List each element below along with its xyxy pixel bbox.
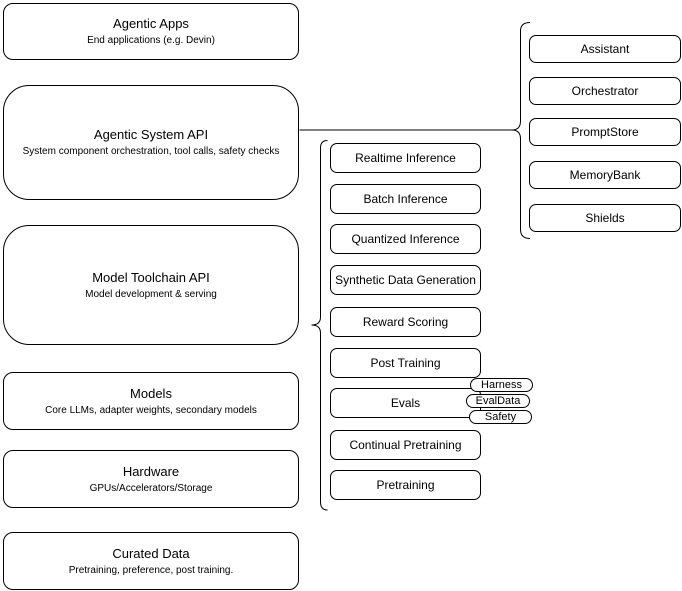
node-evals: Evals [330, 388, 481, 418]
node-pretraining: Pretraining [330, 470, 481, 500]
node-title: Agentic Apps [113, 16, 189, 31]
node-title: Hardware [122, 463, 180, 479]
node-model-toolchain-api: Model Toolchain API Model development & … [3, 225, 299, 345]
node-subtitle: Core LLMs, adapter weights, secondary mo… [45, 404, 257, 416]
tag-label: EvalData [475, 395, 521, 407]
node-subtitle: GPUs/Accelerators/Storage [89, 482, 213, 494]
node-reward-scoring: Reward Scoring [330, 307, 481, 337]
node-post-training: Post Training [330, 348, 481, 378]
node-label: Orchestrator [571, 84, 639, 98]
node-batch-inference: Batch Inference [330, 184, 481, 214]
node-label: Reward Scoring [362, 315, 449, 329]
node-label: Quantized Inference [351, 232, 460, 246]
node-title: Agentic System API [93, 127, 209, 142]
node-label: Realtime Inference [355, 151, 456, 165]
node-label: Batch Inference [363, 192, 448, 206]
node-label: Shields [585, 211, 625, 225]
node-hardware: Hardware GPUs/Accelerators/Storage [3, 450, 299, 508]
tag-harness: Harness [470, 378, 533, 392]
system-components-brace [511, 22, 531, 239]
node-label: Post Training [370, 356, 441, 370]
node-label: Evals [390, 396, 421, 410]
node-assistant: Assistant [529, 35, 681, 63]
node-promptstore: PromptStore [529, 118, 681, 146]
node-shields: Shields [529, 204, 681, 232]
node-memorybank: MemoryBank [529, 161, 681, 189]
node-subtitle: End applications (e.g. Devin) [87, 35, 215, 46]
node-curated-data: Curated Data Pretraining, preference, po… [3, 532, 299, 590]
node-label: MemoryBank [569, 168, 641, 182]
node-title: Models [130, 385, 172, 401]
tag-safety: Safety [469, 410, 532, 424]
node-subtitle: Model development & serving [85, 288, 217, 300]
node-quantized-inference: Quantized Inference [330, 224, 481, 254]
node-title: Model Toolchain API [92, 269, 210, 285]
node-label: Pretraining [376, 478, 435, 492]
node-continual-pretraining: Continual Pretraining [330, 430, 481, 460]
node-orchestrator: Orchestrator [529, 77, 681, 105]
node-realtime-inference: Realtime Inference [330, 143, 481, 173]
node-models: Models Core LLMs, adapter weights, secon… [3, 372, 299, 430]
node-agentic-apps: Agentic Apps End applications (e.g. Devi… [3, 3, 299, 60]
tag-label: Safety [484, 411, 517, 423]
node-subtitle: System component orchestration, tool cal… [22, 146, 280, 157]
toolchain-brace [311, 140, 328, 511]
node-agentic-system-api: Agentic System API System component orch… [3, 85, 299, 200]
node-title: Curated Data [112, 545, 190, 561]
node-label: Assistant [580, 42, 630, 56]
node-label: Continual Pretraining [349, 438, 462, 452]
tag-label: Harness [481, 379, 522, 391]
node-subtitle: Pretraining, preference, post training. [68, 564, 234, 576]
node-synthetic-data-generation: Synthetic Data Generation [330, 265, 481, 295]
tag-evaldata: EvalData [466, 394, 530, 408]
node-label: Synthetic Data Generation [335, 273, 476, 287]
node-label: PromptStore [571, 125, 639, 139]
